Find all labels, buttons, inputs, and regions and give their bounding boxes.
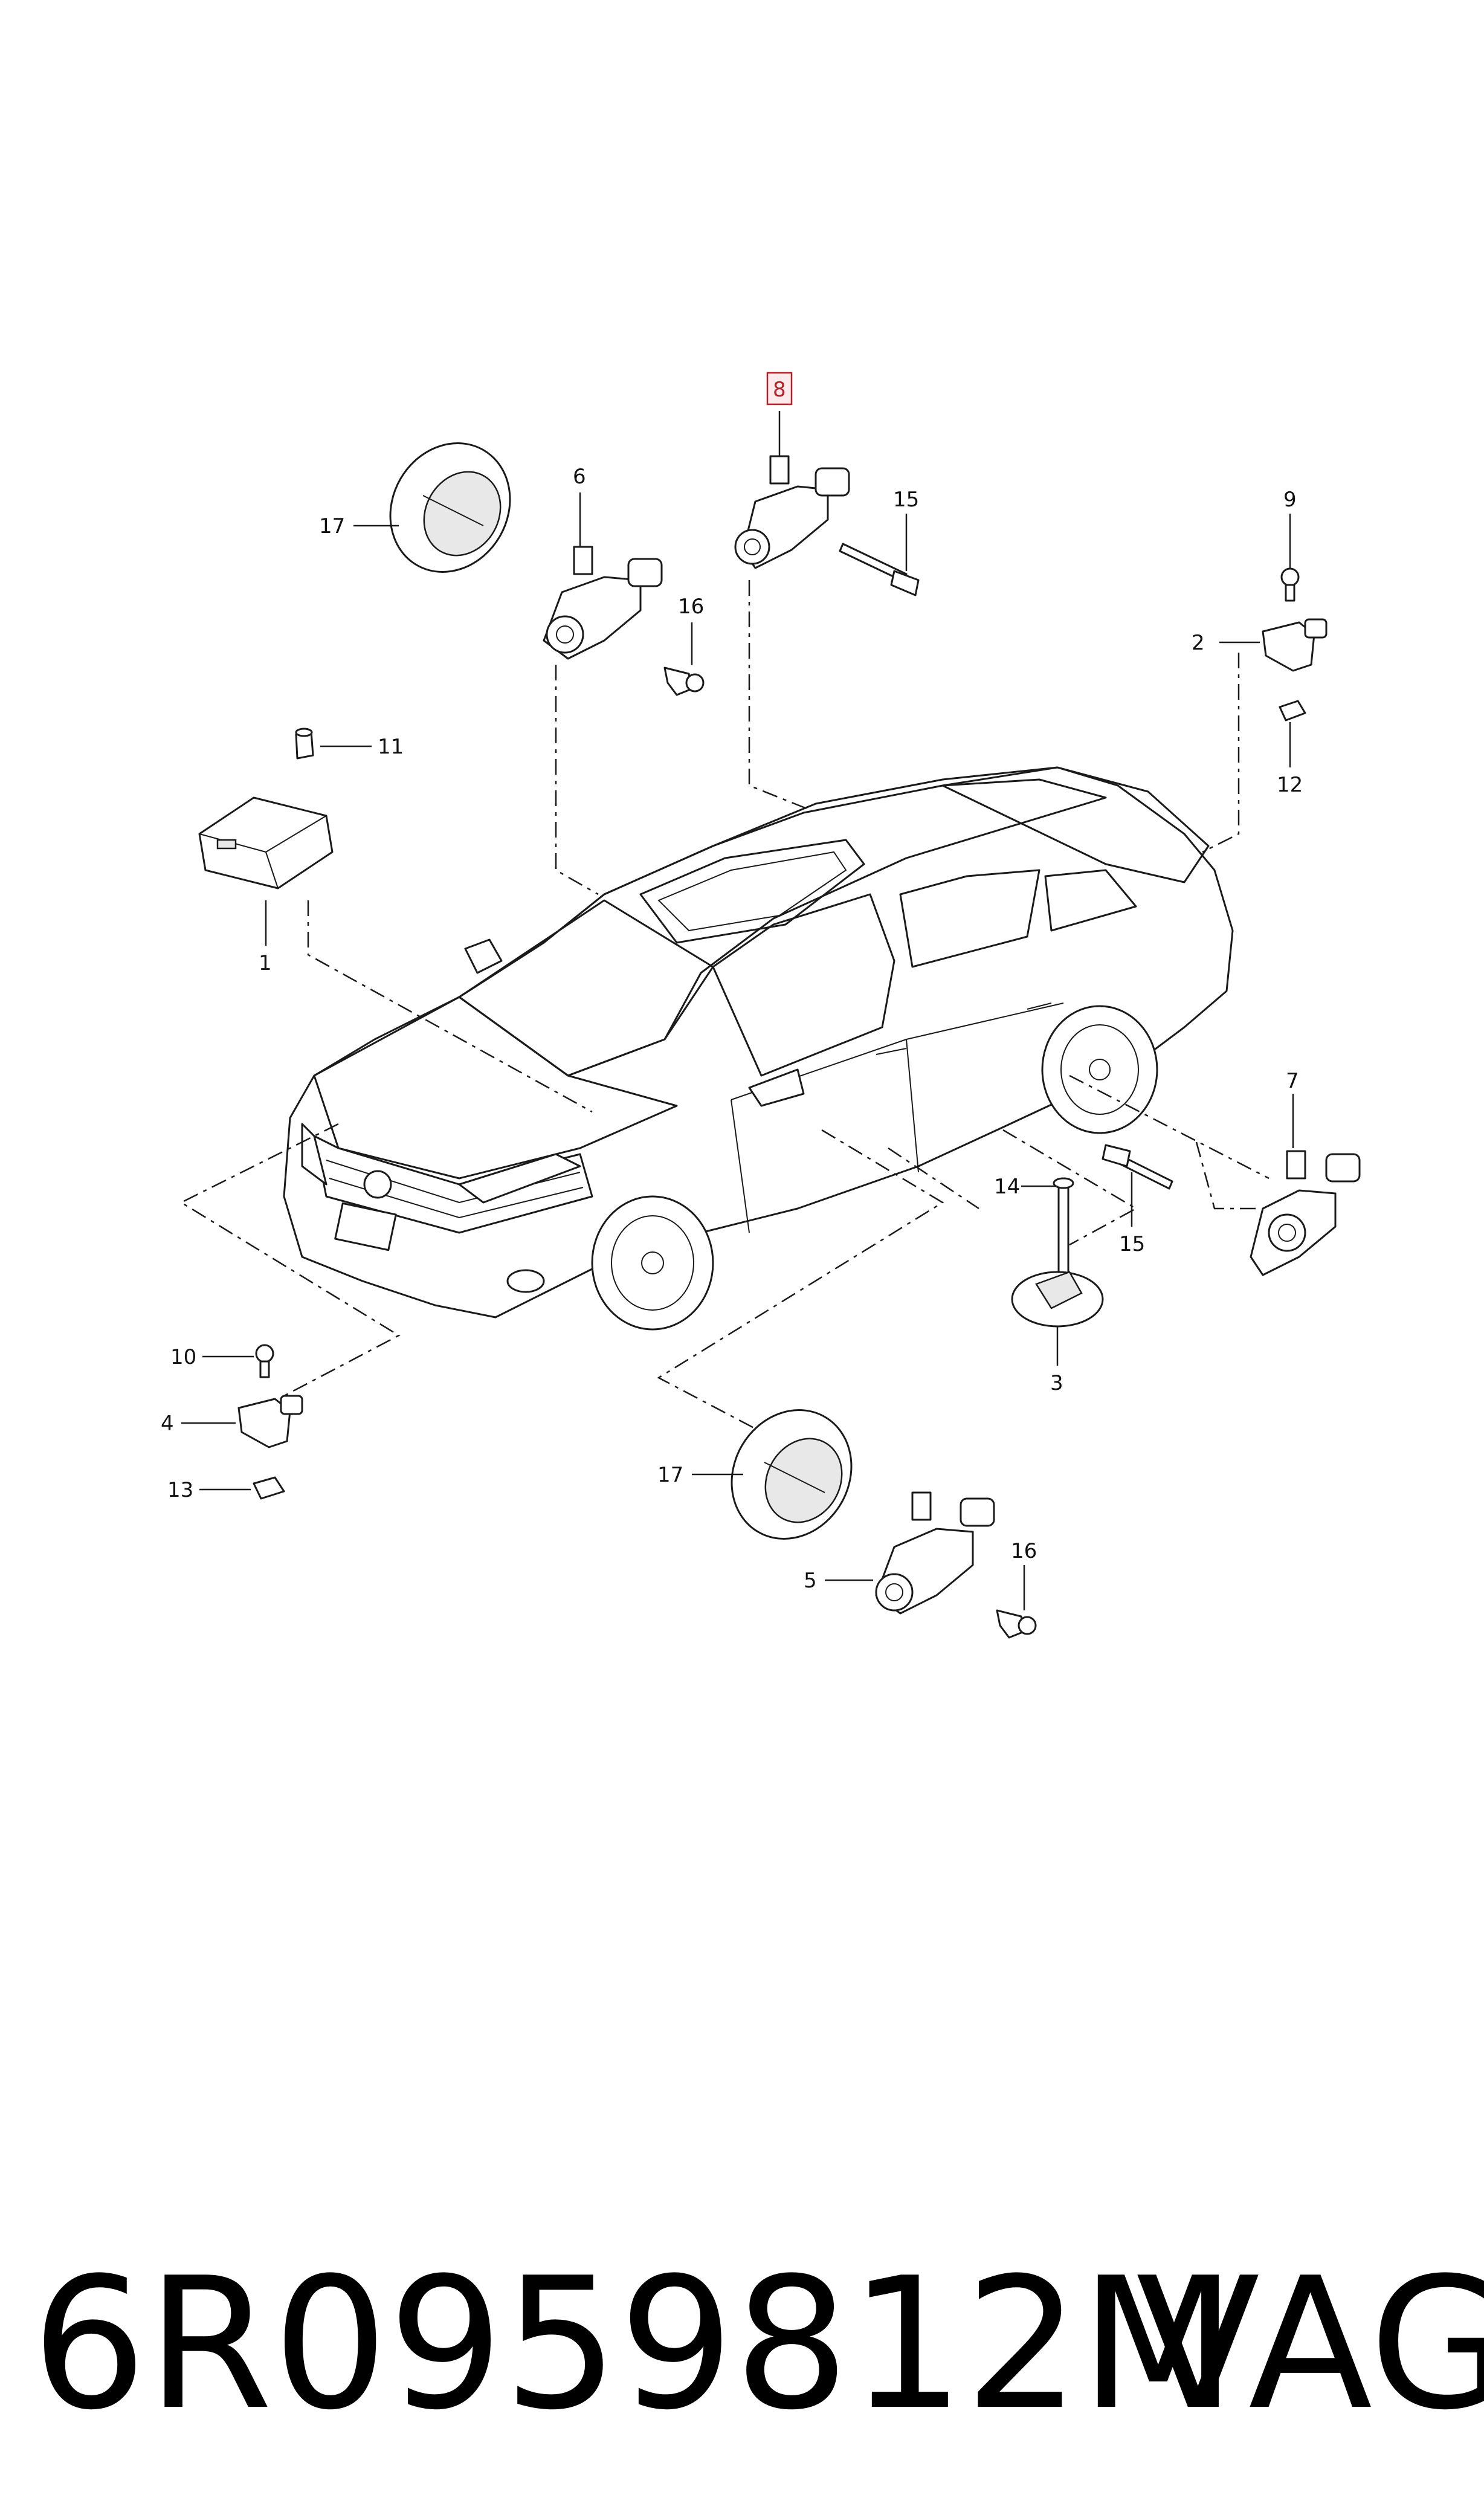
brand-text: VAG [1136, 2239, 1484, 2450]
callout-6: 6 [573, 465, 586, 489]
window-motor-part-8[interactable] [734, 455, 850, 569]
bolt-part-10[interactable] [255, 1344, 274, 1378]
callout-16-lower: 16 [1011, 1539, 1037, 1563]
callout-5: 5 [804, 1569, 817, 1593]
callout-9: 9 [1283, 488, 1297, 512]
callout-8-highlight-box [766, 372, 793, 405]
callout-3: 3 [1050, 1371, 1063, 1395]
callout-8[interactable]: 8 [773, 378, 786, 402]
nut-part-12[interactable] [1279, 700, 1306, 722]
callout-10: 10 [170, 1345, 196, 1369]
callout-1: 1 [259, 951, 272, 975]
dashed-connectors [179, 580, 1269, 1439]
sensor-part-2[interactable] [1262, 618, 1328, 672]
callout-labels: 1 11 17 6 16 8 15 9 2 12 7 15 14 3 10 4 … [161, 372, 1303, 1593]
callout-15-right: 15 [1119, 1232, 1145, 1256]
callout-15-upper: 15 [893, 488, 919, 512]
callout-12: 12 [1277, 773, 1303, 797]
callout-17-upper: 17 [319, 514, 345, 538]
rivet-part-15-upper[interactable] [839, 543, 920, 596]
callout-11: 11 [378, 735, 404, 759]
car-illustration [283, 766, 1234, 1331]
window-motor-part-7[interactable] [1250, 1150, 1361, 1276]
callout-4: 4 [161, 1412, 174, 1436]
stud-part-14[interactable] [1053, 1177, 1074, 1276]
sensor-part-3[interactable] [1011, 1271, 1104, 1328]
callout-14: 14 [994, 1175, 1020, 1199]
window-motor-part-5[interactable] [875, 1491, 995, 1615]
screw-part-16-upper[interactable] [663, 667, 705, 696]
leader-lines [181, 411, 1294, 1610]
callout-7: 7 [1286, 1069, 1299, 1093]
callout-2: 2 [1192, 631, 1205, 655]
part-number-text: 6R0959812M [31, 2239, 1237, 2450]
window-motor-part-6[interactable] [543, 546, 663, 660]
cover-ring-part-17-upper[interactable] [367, 421, 534, 594]
cover-ring-part-17-lower[interactable] [709, 1388, 875, 1561]
parts-diagram: 1 11 17 6 16 8 15 9 2 12 7 15 14 3 10 4 … [161, 372, 1361, 1639]
callout-16-upper: 16 [678, 595, 704, 619]
sensor-part-4[interactable] [237, 1395, 303, 1448]
callout-13: 13 [167, 1478, 193, 1502]
screw-part-16-lower[interactable] [996, 1609, 1037, 1639]
cap-part-11[interactable] [295, 728, 314, 760]
control-unit-part-1[interactable] [198, 796, 334, 889]
bolt-part-9[interactable] [1280, 567, 1300, 602]
nut-part-13[interactable] [253, 1476, 285, 1500]
rivet-part-15-right[interactable] [1102, 1144, 1173, 1190]
callout-17-lower: 17 [657, 1463, 683, 1487]
